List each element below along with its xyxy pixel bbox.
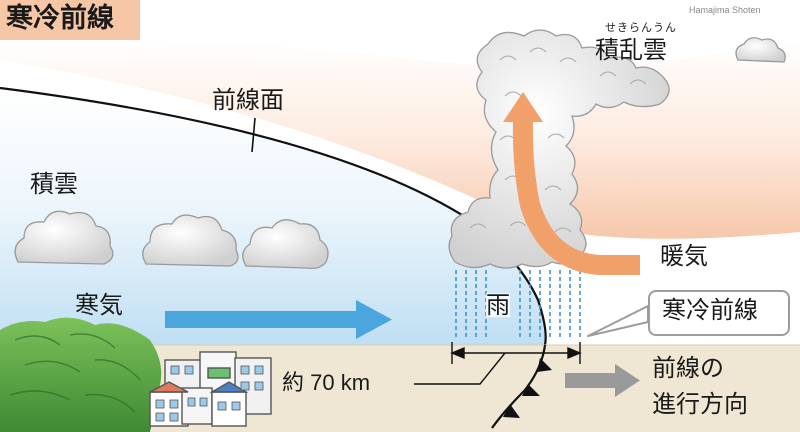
title-badge (0, 0, 140, 40)
cumulonimbus-ruby: せきらんうん (605, 21, 677, 34)
arrow-icon (503, 92, 543, 122)
warm-air-arrow (512, 119, 640, 275)
arrow-icon (356, 300, 392, 339)
arrow-icon (615, 364, 640, 397)
cloud-icon (14, 210, 114, 265)
cumulus-label: 積雲 (30, 170, 78, 198)
cloud-icon (242, 219, 329, 270)
cold-air-arrow (165, 311, 357, 328)
front-surface-leader (251, 117, 256, 153)
cold-front-callout (648, 290, 790, 336)
credit: Hamajima Shoten (689, 5, 761, 15)
front-direction-label-2: 進行方向 (652, 390, 748, 418)
cumulonimbus-label: 積乱雲 (595, 36, 667, 64)
cloud-icon (735, 37, 786, 63)
cold-front-triangle-icon (503, 358, 552, 418)
rain-label: 雨 (486, 291, 510, 319)
cold-air-wedge (0, 88, 546, 345)
distance-measure (414, 342, 582, 385)
warm-air-label: 暖気 (660, 242, 708, 270)
page-title: 寒冷前線 (6, 3, 114, 34)
distance-label: 約 70 km (282, 370, 371, 395)
cloud-icon (142, 214, 239, 267)
front-direction-label-1: 前線の (652, 354, 724, 382)
hills (0, 317, 162, 432)
cold-front-label: 寒冷前線 (662, 296, 758, 324)
building-icon (149, 351, 272, 427)
front-direction-arrow (565, 373, 617, 388)
front-surface-label: 前線面 (212, 86, 284, 114)
cold-air-label: 寒気 (75, 291, 123, 319)
